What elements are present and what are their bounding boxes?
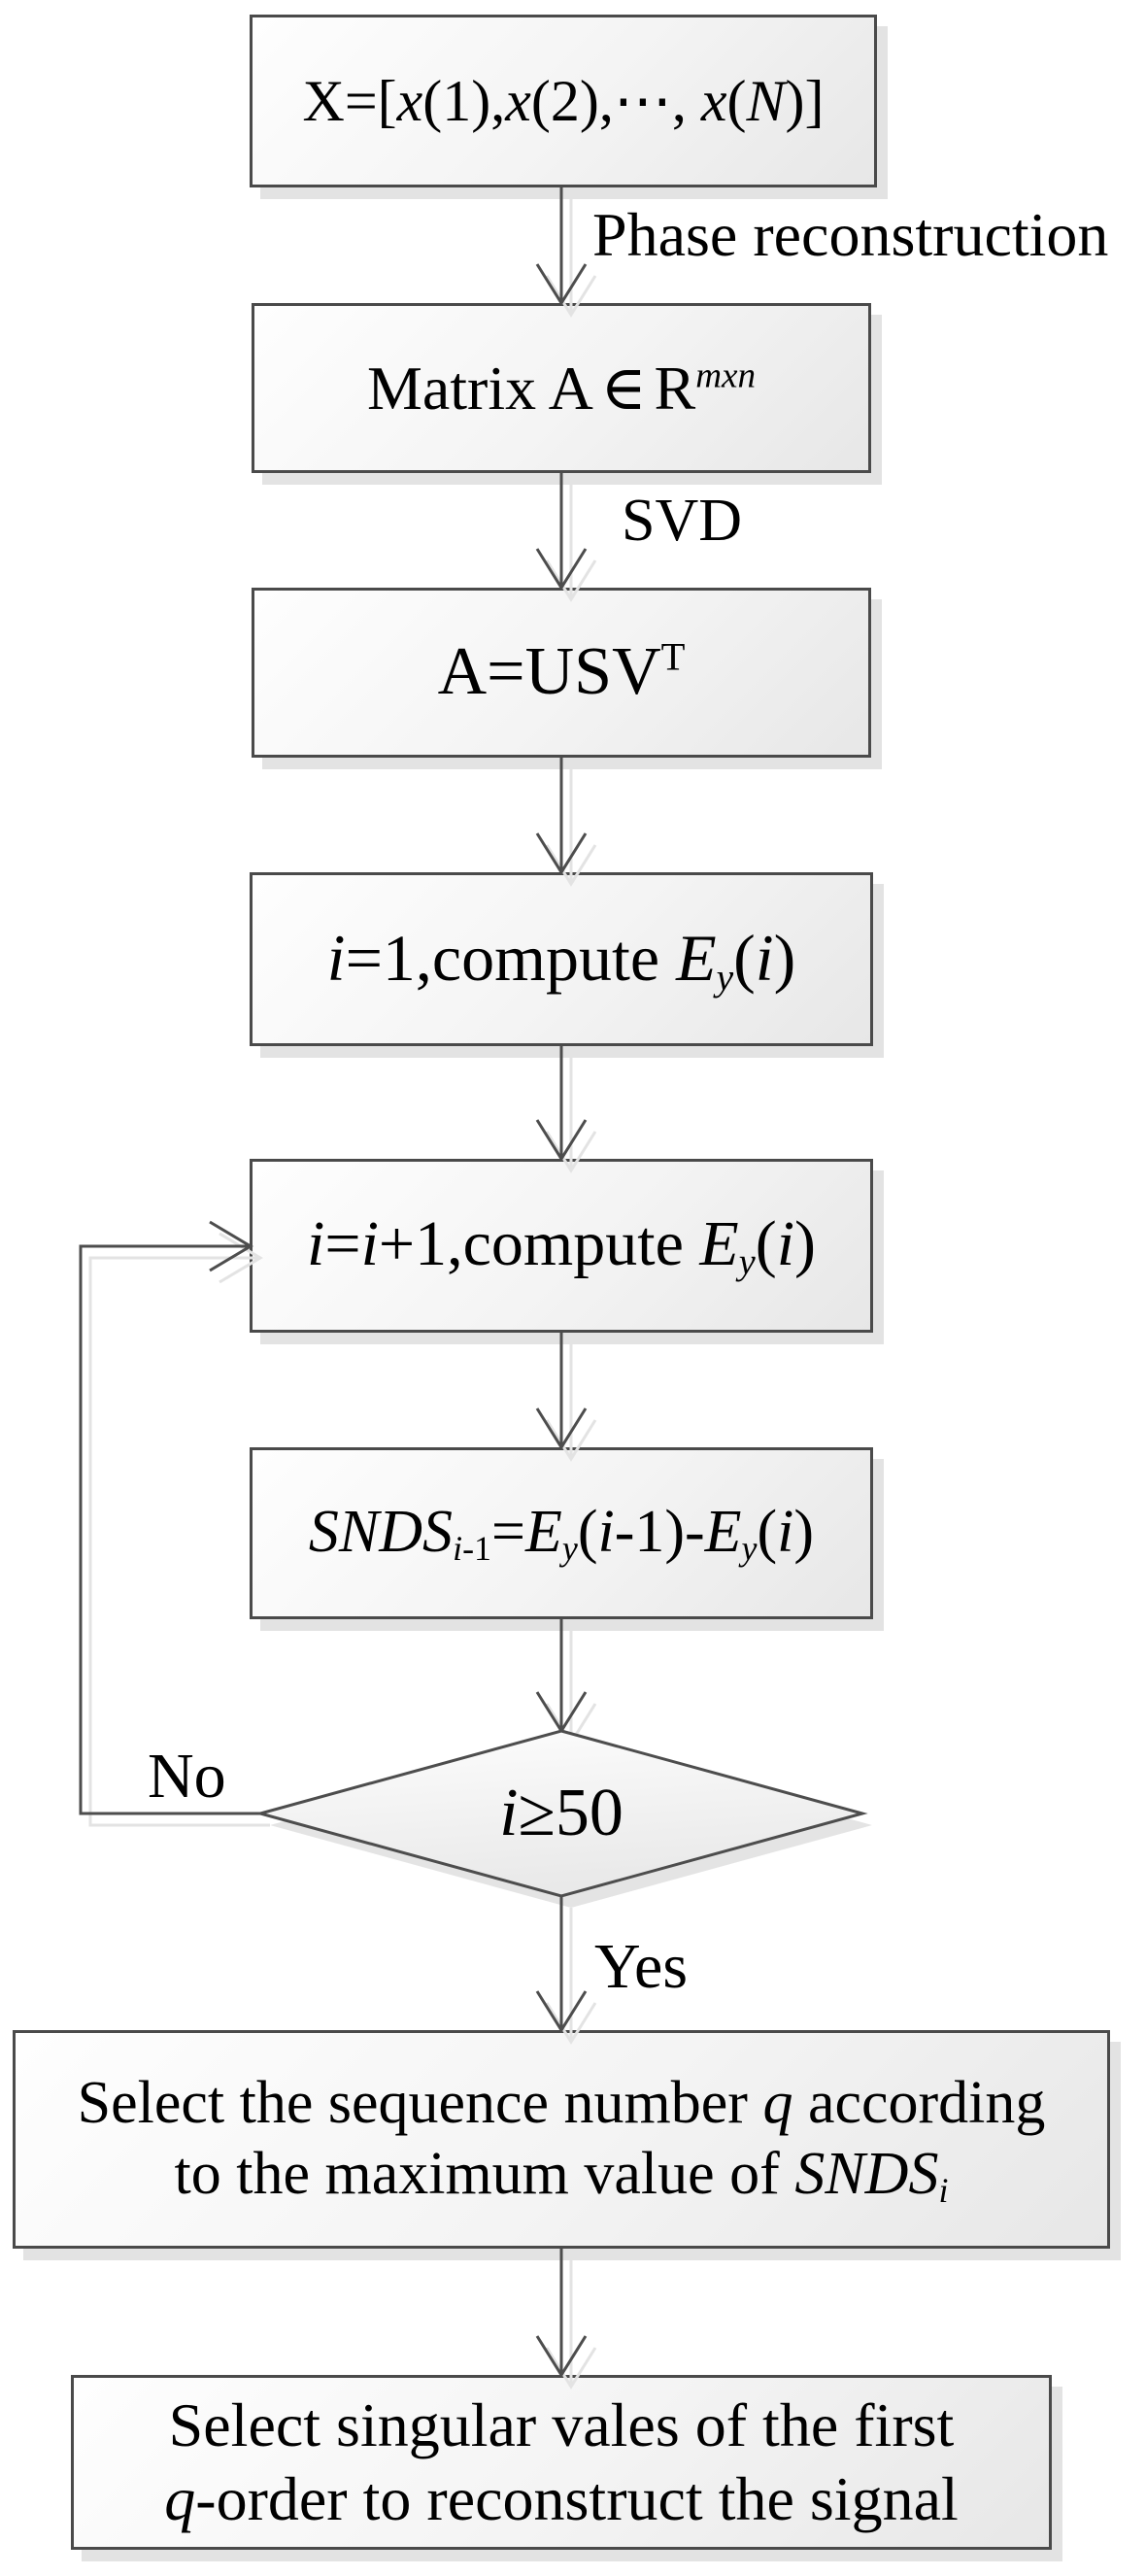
arrow-to-init (535, 758, 588, 875)
arrow-to-decision (535, 1619, 588, 1734)
node-init-i-text: i=1,compute Ey(i) (326, 920, 796, 999)
edge-label-yes: Yes (594, 1931, 689, 2002)
node-snds-formula: SNDSi-1=Ey(i-1)-Ey(i) (250, 1447, 873, 1619)
arrow-to-snds (535, 1333, 588, 1450)
edge-label-no: No (148, 1741, 226, 1812)
arrow-svd (535, 473, 588, 591)
node-svd-decomposition: A=USVT (252, 588, 871, 758)
node-init-i: i=1,compute Ey(i) (250, 872, 873, 1046)
node-svd-decomposition-text: A=USVT (437, 634, 686, 710)
arrow-phase-reconstruction (535, 187, 588, 306)
arrow-to-reconstruct (535, 2249, 588, 2378)
node-signal-vector-text: X=[x(1),x(2),⋯, x(N)] (302, 68, 825, 133)
loop-no-connector (79, 1220, 260, 1815)
node-matrix-a: Matrix A∈Rmxn (252, 303, 871, 473)
node-signal-vector: X=[x(1),x(2),⋯, x(N)] (250, 15, 877, 187)
arrow-to-increment (535, 1046, 588, 1162)
node-increment-i-text: i=i+1,compute Ey(i) (306, 1208, 817, 1283)
decision-label: i≥50 (499, 1776, 624, 1850)
node-increment-i: i=i+1,compute Ey(i) (250, 1159, 873, 1333)
node-matrix-a-text: Matrix A∈Rmxn (366, 353, 757, 423)
edge-label-phase-reconstruction: Phase reconstruction (592, 200, 1109, 269)
arrow-yes (535, 1896, 588, 2033)
node-snds-formula-text: SNDSi-1=Ey(i-1)-Ey(i) (308, 1499, 815, 1569)
edge-label-svd: SVD (622, 488, 743, 554)
